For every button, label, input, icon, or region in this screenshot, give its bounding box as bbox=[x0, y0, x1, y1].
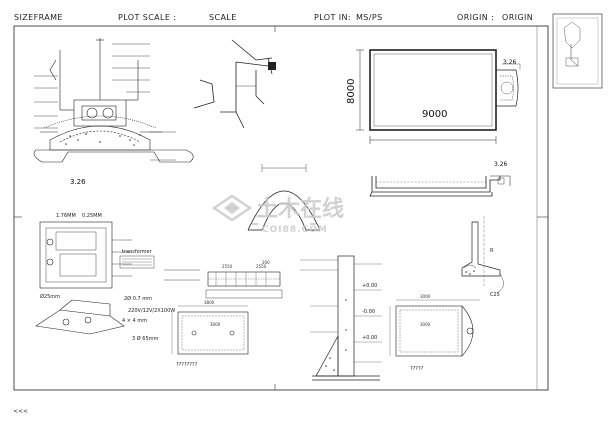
watermark-cn: 土木在线 bbox=[256, 196, 344, 222]
edge-detail-drawing bbox=[461, 216, 504, 293]
size-a-label: 1.76MM bbox=[56, 213, 76, 219]
dim-height-8000: 8000 bbox=[346, 79, 357, 104]
pool-section-drawing bbox=[369, 175, 511, 197]
fountain-section-drawing bbox=[33, 38, 194, 163]
dia-25-label: Ø25mm bbox=[40, 293, 60, 300]
title-strip bbox=[536, 25, 549, 391]
spec-3: 3 Ø 65mm bbox=[132, 335, 159, 342]
header-origin-value: ORIGIN bbox=[502, 13, 534, 22]
spec-4x: 4 × 4 mm bbox=[122, 318, 147, 324]
header-scale: SCALE bbox=[209, 13, 237, 22]
dim-b5: 3000 bbox=[210, 322, 221, 327]
thumbnail-frame bbox=[552, 13, 603, 89]
header-origin-label: ORIGIN : bbox=[457, 13, 495, 22]
spec-12v: 2Ø 0.7 mm bbox=[124, 295, 152, 302]
q-marks-b: ????? bbox=[410, 366, 424, 372]
nozzle-detail-drawing bbox=[35, 299, 125, 335]
scale-326-b: 3.26 bbox=[503, 59, 517, 66]
tank-plan-right-drawing bbox=[389, 299, 480, 357]
r-label: R bbox=[490, 248, 494, 254]
pipe-riser-drawing bbox=[193, 39, 276, 129]
pool-plan-drawing bbox=[356, 49, 521, 144]
size-b-label: 0.25MM bbox=[82, 213, 102, 219]
tank-plan-left-drawing bbox=[171, 305, 249, 355]
dim-b7: 3000 bbox=[420, 322, 431, 327]
dim-b6: 3000 bbox=[420, 294, 431, 299]
watermark: 土木在线 COI88.COM bbox=[211, 194, 344, 235]
header-ms-ps: MS/PS bbox=[356, 13, 383, 22]
scale-326-a: 3.26 bbox=[70, 178, 86, 186]
header-plot-scale: PLOT SCALE : bbox=[118, 13, 177, 22]
q-marks-a: ???????? bbox=[176, 362, 198, 368]
level-2: -0.00 bbox=[362, 309, 375, 315]
transformer-label: transformer bbox=[122, 249, 153, 255]
dim-b4: 3800 bbox=[204, 300, 215, 305]
wall-section-drawing bbox=[300, 255, 382, 381]
dim-b1: 2550 bbox=[222, 264, 233, 269]
spec-230v: 220V/12V/2X100W bbox=[128, 308, 175, 314]
header-plot-in: PLOT IN: bbox=[314, 13, 351, 22]
watermark-en: COI88.COM bbox=[262, 225, 328, 235]
level-1: +0.00 bbox=[362, 283, 377, 289]
dim-b2: 2550 bbox=[256, 264, 267, 269]
dim-b3: 200 bbox=[262, 260, 270, 265]
c25-label: C25 bbox=[490, 292, 500, 298]
transformer-box-drawing bbox=[39, 221, 155, 289]
strip-elevation-drawing bbox=[164, 269, 283, 299]
arch-section-drawing bbox=[247, 164, 321, 231]
header-size-frame: SIZEFRAME bbox=[14, 13, 63, 22]
dim-width-9000: 9000 bbox=[422, 109, 447, 120]
level-3: +0.00 bbox=[362, 335, 377, 341]
scale-326-c: 3.26 bbox=[494, 161, 508, 168]
footer-code: <<< bbox=[13, 408, 29, 415]
